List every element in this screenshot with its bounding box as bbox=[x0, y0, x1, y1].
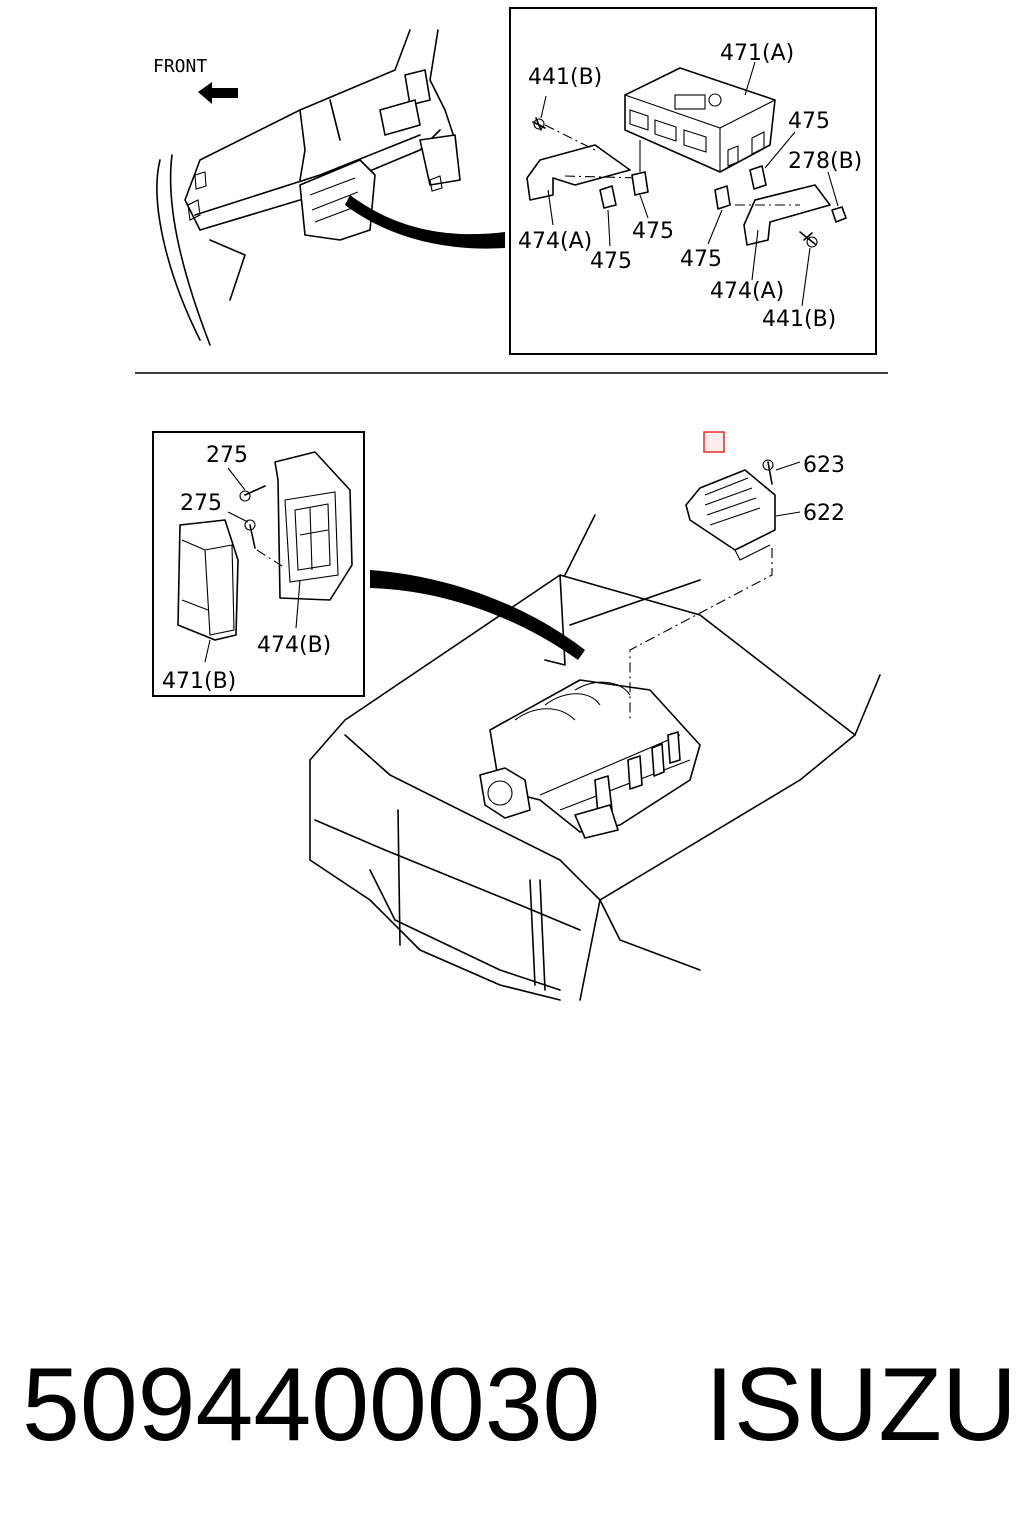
top-inset-parts bbox=[526, 61, 847, 307]
top-inset-frame bbox=[509, 7, 877, 355]
brand-name: ISUZU bbox=[705, 1347, 1017, 1463]
callout-471b: 471(B) bbox=[162, 669, 236, 694]
dashboard-drawing bbox=[156, 29, 505, 346]
callout-475-mid: 475 bbox=[632, 219, 674, 244]
callout-474b: 474(B) bbox=[257, 633, 331, 658]
highlight-marker bbox=[703, 431, 725, 453]
callout-441b-bottom: 441(B) bbox=[762, 307, 836, 332]
bottom-inset-frame bbox=[152, 431, 365, 697]
callout-475-center: 475 bbox=[680, 247, 722, 272]
top-callouts: 441(B) 471(A) 475 278(B) 474(A) 475 475 … bbox=[518, 41, 862, 332]
callout-474a-left: 474(A) bbox=[518, 229, 592, 254]
callout-471a: 471(A) bbox=[720, 41, 794, 66]
footer: 5094400030 ISUZU bbox=[0, 1345, 1024, 1475]
front-arrow-icon bbox=[198, 82, 238, 104]
engine-bay-drawing bbox=[309, 459, 881, 1001]
callout-278b: 278(B) bbox=[788, 149, 862, 174]
callout-475-right: 475 bbox=[788, 109, 830, 134]
callout-441b-top: 441(B) bbox=[528, 65, 602, 90]
callout-275-b: 275 bbox=[180, 491, 222, 516]
callout-623: 623 bbox=[803, 453, 845, 478]
callout-275-a: 275 bbox=[206, 443, 248, 468]
front-direction-indicator: FRONT bbox=[153, 56, 238, 104]
bottom-callouts: 275 275 474(B) 471(B) 623 622 bbox=[162, 443, 845, 694]
callout-622: 622 bbox=[803, 501, 845, 526]
part-number: 5094400030 bbox=[22, 1347, 601, 1463]
callout-474a-right: 474(A) bbox=[710, 279, 784, 304]
front-label: FRONT bbox=[153, 56, 207, 77]
bottom-inset-parts bbox=[177, 451, 353, 663]
callout-475-bottom: 475 bbox=[590, 249, 632, 274]
